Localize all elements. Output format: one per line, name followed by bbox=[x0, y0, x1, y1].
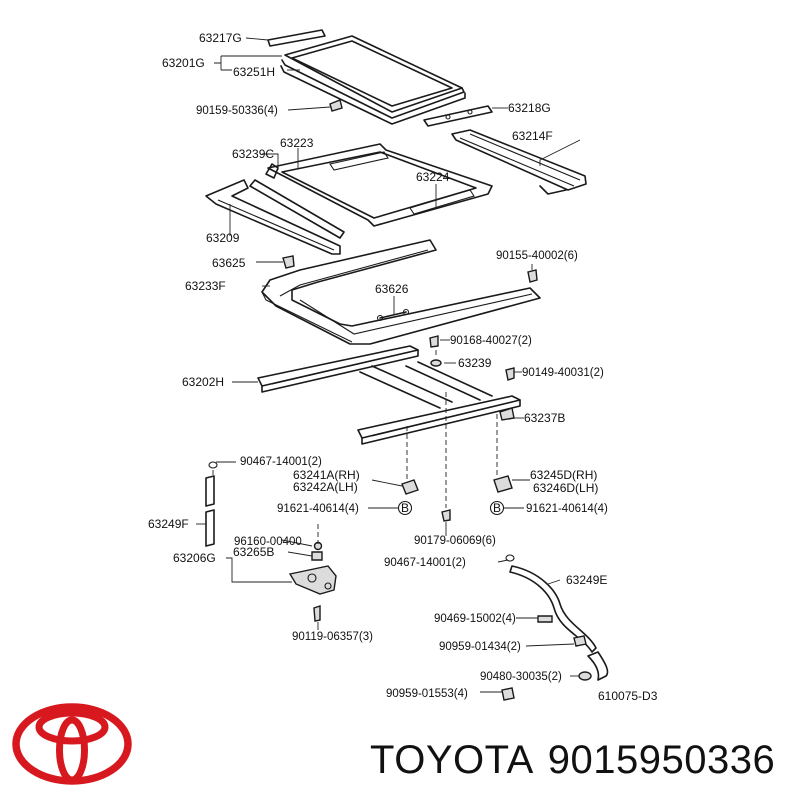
part-63202H-rail bbox=[257, 345, 419, 393]
label-63626: 63626 bbox=[375, 282, 409, 296]
part-90149-screw bbox=[505, 367, 515, 381]
leader-lines bbox=[196, 37, 581, 693]
part-63626-cable bbox=[376, 308, 410, 322]
part-number: 9015950336 bbox=[547, 738, 776, 782]
label-63241A: 63241A(RH) bbox=[293, 468, 360, 482]
label-90959-01553: 90959-01553(4) bbox=[386, 688, 468, 700]
marker-b-right: B bbox=[489, 500, 505, 516]
label-63249E: 63249E bbox=[566, 573, 607, 587]
label-63251H: 63251H bbox=[233, 65, 275, 79]
part-63233F-housing bbox=[261, 239, 541, 345]
part-rail-cross-members bbox=[359, 361, 493, 409]
label-63265B: 63265B bbox=[233, 545, 274, 559]
part-63223-shade-frame bbox=[267, 143, 493, 227]
part-90467-clip-right bbox=[505, 554, 515, 562]
part-63239-seal-small bbox=[430, 359, 442, 367]
label-90469-15002: 90469-15002(4) bbox=[434, 613, 516, 625]
label-63246D: 63246D(LH) bbox=[533, 481, 598, 495]
label-90480-30035: 90480-30035(2) bbox=[480, 671, 562, 683]
part-90119-screw bbox=[313, 605, 321, 622]
label-63239: 63239 bbox=[458, 356, 492, 370]
marker-b-left-text: B bbox=[401, 501, 409, 515]
label-90149-40031: 90149-40031(2) bbox=[522, 367, 604, 379]
label-63239C: 63239C bbox=[232, 147, 274, 161]
part-63214F-rail bbox=[451, 129, 587, 195]
label-63625: 63625 bbox=[212, 256, 246, 270]
label-63245D: 63245D(RH) bbox=[530, 468, 597, 482]
part-63201G-glass-panel bbox=[280, 35, 466, 125]
label-63237B: 63237B bbox=[524, 411, 565, 425]
marker-b-right-text: B bbox=[493, 501, 501, 515]
brand-line: TOYOTA 9015950336 bbox=[370, 738, 775, 783]
part-63237B-rail bbox=[357, 395, 521, 445]
part-63245D-bracket bbox=[493, 475, 513, 493]
part-90467-clip-left bbox=[208, 461, 218, 469]
part-63206G-motor bbox=[288, 565, 337, 595]
marker-b-left: B bbox=[397, 500, 413, 516]
label-63224: 63224 bbox=[416, 170, 450, 184]
part-63625-clip bbox=[282, 255, 295, 269]
label-63218G: 63218G bbox=[508, 101, 551, 115]
label-91621-40614-left: 91621-40614(4) bbox=[277, 503, 359, 515]
label-63233F: 63233F bbox=[185, 279, 226, 293]
label-90119-06357: 90119-06357(3) bbox=[292, 631, 373, 643]
label-63217G: 63217G bbox=[199, 31, 242, 45]
part-90155-screw bbox=[527, 269, 538, 283]
label-90159-50336: 90159-50336(4) bbox=[196, 105, 278, 117]
label-90168-40027: 90168-40027(2) bbox=[450, 335, 532, 347]
part-90469-clamp bbox=[537, 615, 553, 623]
part-labels: 63217G 63201G 63251H 90159-50336(4) 6321… bbox=[148, 31, 658, 703]
part-63265B-bushing bbox=[311, 551, 323, 561]
part-63209-deflector bbox=[205, 179, 341, 255]
label-63249F: 63249F bbox=[148, 517, 189, 531]
label-63214F: 63214F bbox=[512, 129, 553, 143]
label-90467-14001-left: 90467-14001(2) bbox=[240, 456, 322, 468]
part-90959-01553-clip bbox=[501, 687, 515, 701]
part-63218G-bracket bbox=[423, 105, 493, 127]
part-90959-clamp bbox=[573, 635, 587, 647]
label-63201G: 63201G bbox=[162, 56, 205, 70]
part-63241A-bracket bbox=[401, 479, 419, 495]
label-63202H: 63202H bbox=[182, 375, 224, 389]
label-91621-40614-right: 91621-40614(4) bbox=[526, 503, 608, 515]
part-90480-grommet bbox=[578, 671, 592, 681]
brand-name: TOYOTA bbox=[370, 738, 534, 782]
label-96160-00400: 96160-00400 bbox=[234, 536, 302, 548]
part-90168-screw bbox=[429, 335, 439, 348]
label-63206G: 63206G bbox=[173, 551, 216, 565]
label-90179-06069: 90179-06069(6) bbox=[414, 535, 496, 547]
part-90159-screw bbox=[329, 99, 343, 112]
part-63249E-hose bbox=[509, 565, 609, 681]
label-63223: 63223 bbox=[280, 136, 314, 150]
label-90467-14001-right: 90467-14001(2) bbox=[384, 557, 466, 569]
label-90155-40002: 90155-40002(6) bbox=[496, 250, 578, 262]
label-63242A: 63242A(LH) bbox=[293, 480, 358, 494]
toyota-logo-icon bbox=[12, 703, 132, 785]
label-90959-01434: 90959-01434(2) bbox=[439, 641, 521, 653]
assembly-lines bbox=[212, 350, 498, 544]
diagram-code: 610075-D3 bbox=[598, 689, 658, 703]
part-90179-clip bbox=[441, 509, 451, 522]
label-63209: 63209 bbox=[206, 231, 240, 245]
part-63217G-weatherstrip bbox=[267, 29, 326, 47]
part-63249F-hose bbox=[205, 475, 215, 547]
